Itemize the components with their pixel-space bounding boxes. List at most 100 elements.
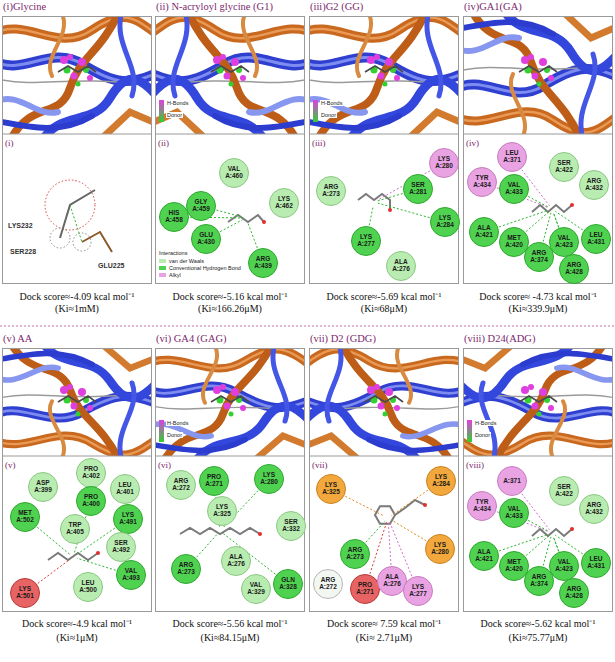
residue-circle: ALA A:276 <box>221 546 251 576</box>
legend-text: Alkyl <box>169 272 181 278</box>
panel-box: (vii) D2 (GDG)LYS A:325LYS A:284ARG A:27… <box>309 348 459 612</box>
residue-label: LYS232 <box>8 222 33 229</box>
interaction-line <box>391 520 426 541</box>
residue-circle: ARG A:272 <box>313 569 343 599</box>
legend-text: van der Waals <box>169 258 204 264</box>
dock-score: (Ki≈166.26μM) <box>198 303 262 314</box>
ligand-skeleton <box>48 194 572 560</box>
legend-swatch <box>159 266 166 270</box>
residue-name: GLN A:328 <box>276 577 300 591</box>
color-bar <box>313 100 318 122</box>
residue-name: ALA A:276 <box>224 554 248 568</box>
panel-number: (viii) <box>466 460 484 470</box>
residue-circle: ARG A:273 <box>340 539 370 569</box>
dock-score: Dock score≈-5.56 kcal mol⁻¹ <box>173 616 288 630</box>
dock-score: Dock score≈-5.16 kcal mol⁻¹ <box>173 289 288 303</box>
residue-circle: LYS A:462 <box>269 188 299 218</box>
residue-circle: LYS A:277 <box>403 576 433 606</box>
residue-name: GLU A:430 <box>194 232 218 246</box>
interaction-line <box>220 220 242 232</box>
residue-name: ALA A:276 <box>380 574 404 588</box>
residue-name: VAL A:433 <box>502 182 526 196</box>
residue-name: A:371 <box>500 478 524 485</box>
legend-text: Conventional Hydrogen Bond <box>169 265 241 271</box>
panel-box: (iv)GA1(GA)LEU A:371TYR A:434VAL A:433SE… <box>463 16 613 284</box>
residue-circle: SER A:422 <box>549 152 579 182</box>
residue-circle: A:371 <box>497 466 527 496</box>
residue-stick <box>82 232 112 252</box>
interaction-line <box>499 534 548 551</box>
residue-circle: LEU A:431 <box>581 548 611 578</box>
interaction-line <box>38 559 70 583</box>
residue-name: MET A:502 <box>13 510 37 524</box>
panel-title: (viii) D24(ADG) <box>464 333 535 344</box>
residue-name: ARG A:374 <box>527 574 551 588</box>
panel-number: (iv) <box>466 138 479 148</box>
protein-cartoon <box>0 6 615 465</box>
oxygen-atom <box>388 208 392 212</box>
dock-score: Dock score≈-4.09 kcal mol⁻¹ <box>20 289 135 303</box>
residue-name: TRP A:405 <box>63 522 87 536</box>
color-key-label: H-Bonds <box>166 100 189 106</box>
residue-circle: ARG A:432 <box>579 494 609 524</box>
residue-circle: VAL A:433 <box>499 498 529 528</box>
residue-circle: ARG A:428 <box>559 254 589 284</box>
dock-score: (Ki≈68μM) <box>361 303 407 314</box>
residue-circle: LYS A:280 <box>254 464 284 494</box>
legend-swatch <box>159 273 166 277</box>
hbond-line <box>70 205 82 242</box>
residue-circle: GLU A:430 <box>191 224 221 254</box>
residue-circle: MET A:502 <box>10 502 40 532</box>
residue-name: LYS A:501 <box>13 586 37 600</box>
panel-box: (i)Glycine <box>2 16 152 284</box>
ligand-bond <box>228 215 264 222</box>
residue-name: VAL A:433 <box>502 506 526 520</box>
legend-swatch <box>159 259 166 263</box>
panel-title: (iv)GA1(GA) <box>464 1 522 12</box>
ligand-surface <box>58 384 96 417</box>
residue-name: GLY A:459 <box>189 199 213 213</box>
residue-name: PRO A:271 <box>202 474 226 488</box>
residue-name: LEU A:431 <box>584 232 608 246</box>
residue-name: ARG A:439 <box>251 256 275 270</box>
residue-label: SER228 <box>10 248 36 255</box>
residue-circle: ALA A:276 <box>386 251 416 281</box>
residue-circle: SER A:281 <box>403 174 433 204</box>
residue-name: LEU A:431 <box>584 556 608 570</box>
interaction-line <box>370 522 387 574</box>
residue-circle: TYR A:434 <box>467 491 497 521</box>
color-key-label: Donor <box>166 112 183 118</box>
residue-circle: LYS A:277 <box>351 226 381 256</box>
residue-name: LEU A:500 <box>76 580 100 594</box>
panel-title: (vii) D2 (GDG) <box>310 333 376 344</box>
residue-name: LYS A:325 <box>210 504 234 518</box>
interaction-line <box>77 558 116 570</box>
residue-name: SER A:281 <box>406 182 430 196</box>
residue-circle: VAL A:493 <box>116 560 146 590</box>
ligand-bond <box>532 205 572 212</box>
panel-box: (viii) D24(ADG)A:371TYR A:434VAL A:433SE… <box>463 348 613 612</box>
residue-circle: ARG A:272 <box>166 470 196 500</box>
residue-name: TYR A:434 <box>470 175 494 189</box>
residue-circle: PRO A:400 <box>76 486 106 516</box>
dock-score: (Ki≈ 2.71μM) <box>356 632 412 643</box>
panel-number: (vi) <box>158 460 171 470</box>
protein-ribbon <box>145 343 320 466</box>
panel-box: (ii) N-acryloyl glycine (G1)VAL A:460HIS… <box>155 16 305 284</box>
residue-name: MET A:420 <box>502 235 526 249</box>
color-key-label: H-Bonds <box>474 420 497 426</box>
residue-name: LYS A:280 <box>432 156 456 170</box>
panel-box: (iii)G2 (GG)LYS A:280ARG A:273SER A:281L… <box>309 16 459 284</box>
dock-score: Dock score≈-4.9 kcal mol⁻¹ <box>22 616 132 630</box>
panel-number: (iii) <box>312 138 326 148</box>
glycine-site <box>45 180 112 252</box>
residue-name: VAL A:423 <box>552 235 576 249</box>
dock-score: (Ki≈1mM) <box>55 303 99 314</box>
residue-circle: LYS A:284 <box>426 466 456 496</box>
residue-circle: PRO A:402 <box>76 458 106 488</box>
interaction-line <box>526 212 549 232</box>
residue-circle: LYS A:280 <box>425 534 455 564</box>
residue-name: ARG A:273 <box>343 547 367 561</box>
residue-circle: HIS A:458 <box>159 202 189 232</box>
